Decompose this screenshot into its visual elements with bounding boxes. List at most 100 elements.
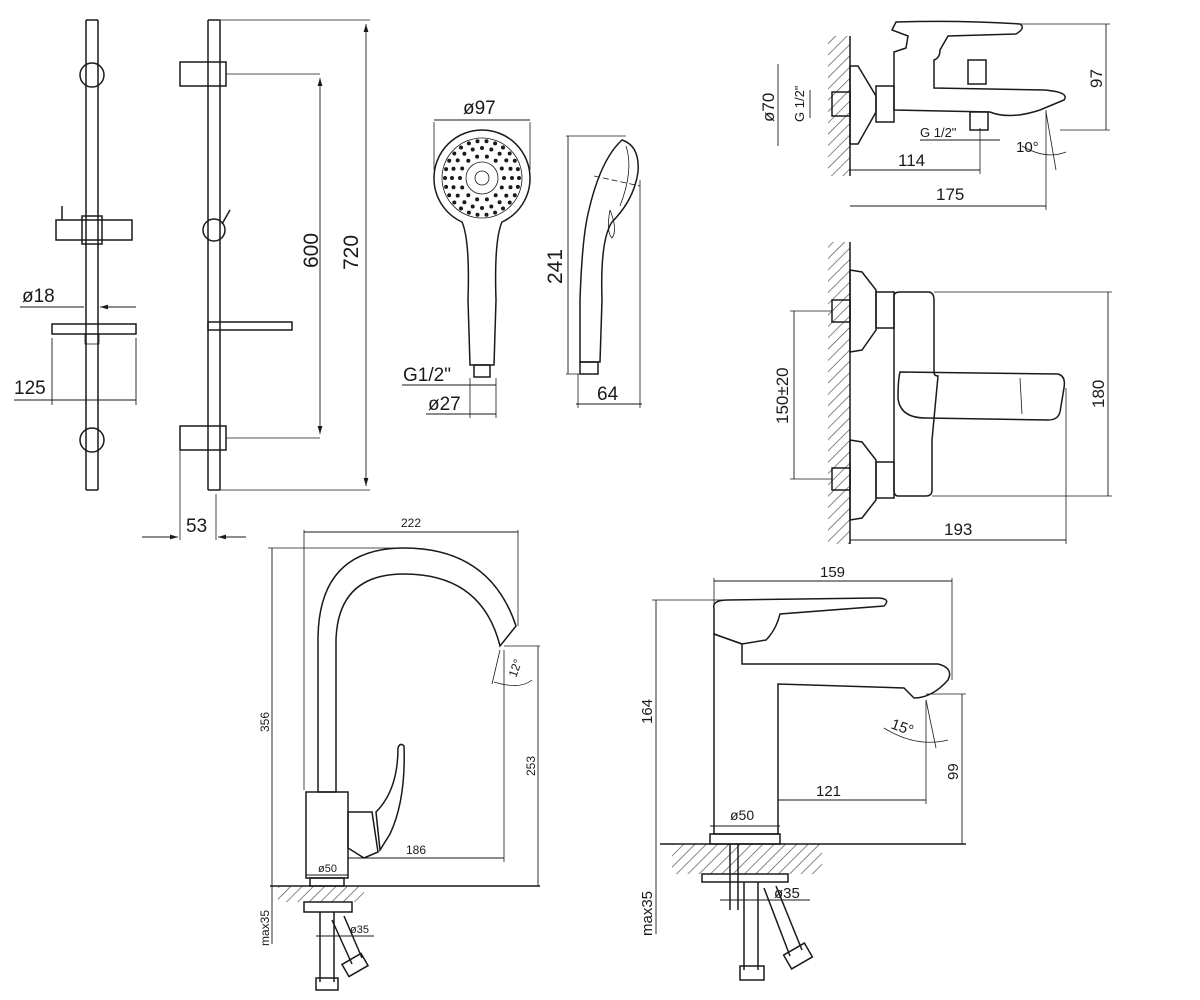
- w159-label: 159: [820, 564, 845, 581]
- spray-nozzle: [510, 176, 514, 180]
- spray-nozzle: [460, 166, 465, 171]
- bath-mixer-front-view: 150±20 180 193: [773, 242, 1112, 544]
- angle-12-arc: [493, 679, 533, 686]
- side-wall-hatch: [828, 36, 850, 176]
- spray-nozzle: [450, 176, 454, 180]
- spray-nozzle: [515, 167, 520, 172]
- d27-label: ø27: [428, 394, 461, 415]
- side-slider: [202, 218, 226, 242]
- basin-mixer-body: [713, 632, 951, 835]
- spray-nozzle: [459, 206, 463, 211]
- front-mixer-body: [893, 291, 939, 497]
- basin-max35-label: max35: [639, 891, 656, 936]
- h241-label: 241: [544, 249, 567, 284]
- spray-nozzle: [443, 176, 447, 180]
- spray-nozzle: [497, 200, 502, 205]
- slider-body: [81, 215, 103, 245]
- spray-nozzle: [504, 158, 509, 163]
- basin-d50-label: ø50: [730, 807, 754, 823]
- soap-dish: [51, 323, 137, 335]
- kitchen-lever: [375, 743, 405, 853]
- spray-nozzle: [455, 193, 460, 198]
- spray-nozzle: [480, 146, 484, 150]
- kitchen-valve: [347, 811, 379, 859]
- nut-bottom: [875, 461, 895, 499]
- d97-label: ø97: [463, 98, 496, 119]
- h164-label: 164: [639, 699, 656, 724]
- h600-label: 600: [300, 233, 323, 268]
- spray-nozzle: [493, 210, 498, 215]
- spray-nozzle: [444, 167, 449, 172]
- spray-nozzle: [484, 212, 489, 217]
- side-button: [608, 209, 615, 239]
- kitchen-spout: [317, 547, 517, 793]
- front-lever: [897, 371, 1066, 421]
- hand-shower-connector: [473, 364, 491, 378]
- w64-label: 64: [597, 384, 619, 405]
- spray-nozzle: [512, 158, 517, 163]
- h356-label: 356: [258, 712, 272, 732]
- front-wall-hatch: [828, 242, 850, 544]
- angle-10-ray: [1045, 111, 1057, 171]
- side-handle-outline: [579, 139, 639, 363]
- spray-nozzle: [489, 147, 494, 152]
- spray-nozzle: [458, 176, 462, 180]
- h253-label: 253: [524, 756, 538, 776]
- shower-rail-front-view: ø18 125: [14, 19, 137, 491]
- spray-nozzle: [452, 200, 457, 205]
- spray-nozzle: [466, 141, 471, 146]
- side-top-bracket: [179, 61, 227, 87]
- spray-nozzle: [484, 197, 489, 202]
- escutcheon-top: [849, 269, 877, 353]
- spray-nozzle: [466, 193, 471, 198]
- spray-nozzle: [475, 154, 480, 159]
- spray-nozzle: [507, 200, 512, 205]
- side-center-line: [593, 175, 641, 187]
- angle-15-label: 15°: [889, 716, 916, 740]
- spray-inner: [474, 170, 490, 186]
- bath-mixer-side-view: ø70 G 1/2" G 1/2" 97 114 175 10°: [759, 20, 1110, 210]
- h99-label: 99: [945, 763, 962, 780]
- hand-shower-side-view: 241 64: [544, 135, 642, 408]
- spray-nozzle: [462, 151, 467, 156]
- spray-nozzle: [475, 139, 480, 144]
- spray-nozzle: [480, 206, 484, 210]
- spray-nozzle: [499, 185, 504, 190]
- hand-shower-head-outline: [433, 129, 531, 366]
- outlet-thread: [969, 111, 989, 131]
- side-soap-dish: [207, 321, 293, 331]
- angle-10-arc: [1021, 145, 1067, 156]
- thread-out-label: G 1/2": [920, 125, 957, 140]
- d18-label: ø18: [22, 286, 55, 307]
- spray-nozzle: [447, 193, 452, 198]
- hose-right-b: [343, 915, 363, 959]
- kitchen-countertop: [278, 886, 364, 902]
- kitchen-fixing-nut: [303, 901, 353, 913]
- angle-12-ray: [491, 649, 501, 685]
- connector-nut: [875, 85, 895, 123]
- basin-lever: [713, 597, 888, 645]
- angle-10-label: 10°: [1016, 139, 1039, 156]
- w121-label: 121: [816, 783, 841, 800]
- spray-nozzle: [475, 197, 480, 202]
- basin-hose-nut-left: [739, 965, 765, 981]
- angle-15-ray: [925, 699, 937, 749]
- spray-nozzle: [497, 151, 502, 156]
- spray-nozzle: [466, 210, 471, 215]
- basin-hose-nut-right: [782, 942, 814, 970]
- spray-nozzle: [451, 185, 456, 190]
- escutcheon-bottom: [849, 439, 877, 521]
- front-lever-edge: [1019, 377, 1023, 415]
- angle-12-label: 12°: [506, 657, 525, 679]
- w222-label: 222: [401, 516, 421, 530]
- spray-nozzle: [515, 184, 520, 189]
- rail-top-bracket: [79, 62, 105, 88]
- side-connector: [579, 361, 599, 375]
- wall-thread: [831, 91, 851, 117]
- spray-nozzle: [452, 151, 457, 156]
- spray-nozzle: [470, 147, 475, 152]
- angle-15-arc: [883, 727, 949, 743]
- spray-nozzle: [484, 154, 489, 159]
- w193-label: 193: [944, 520, 972, 539]
